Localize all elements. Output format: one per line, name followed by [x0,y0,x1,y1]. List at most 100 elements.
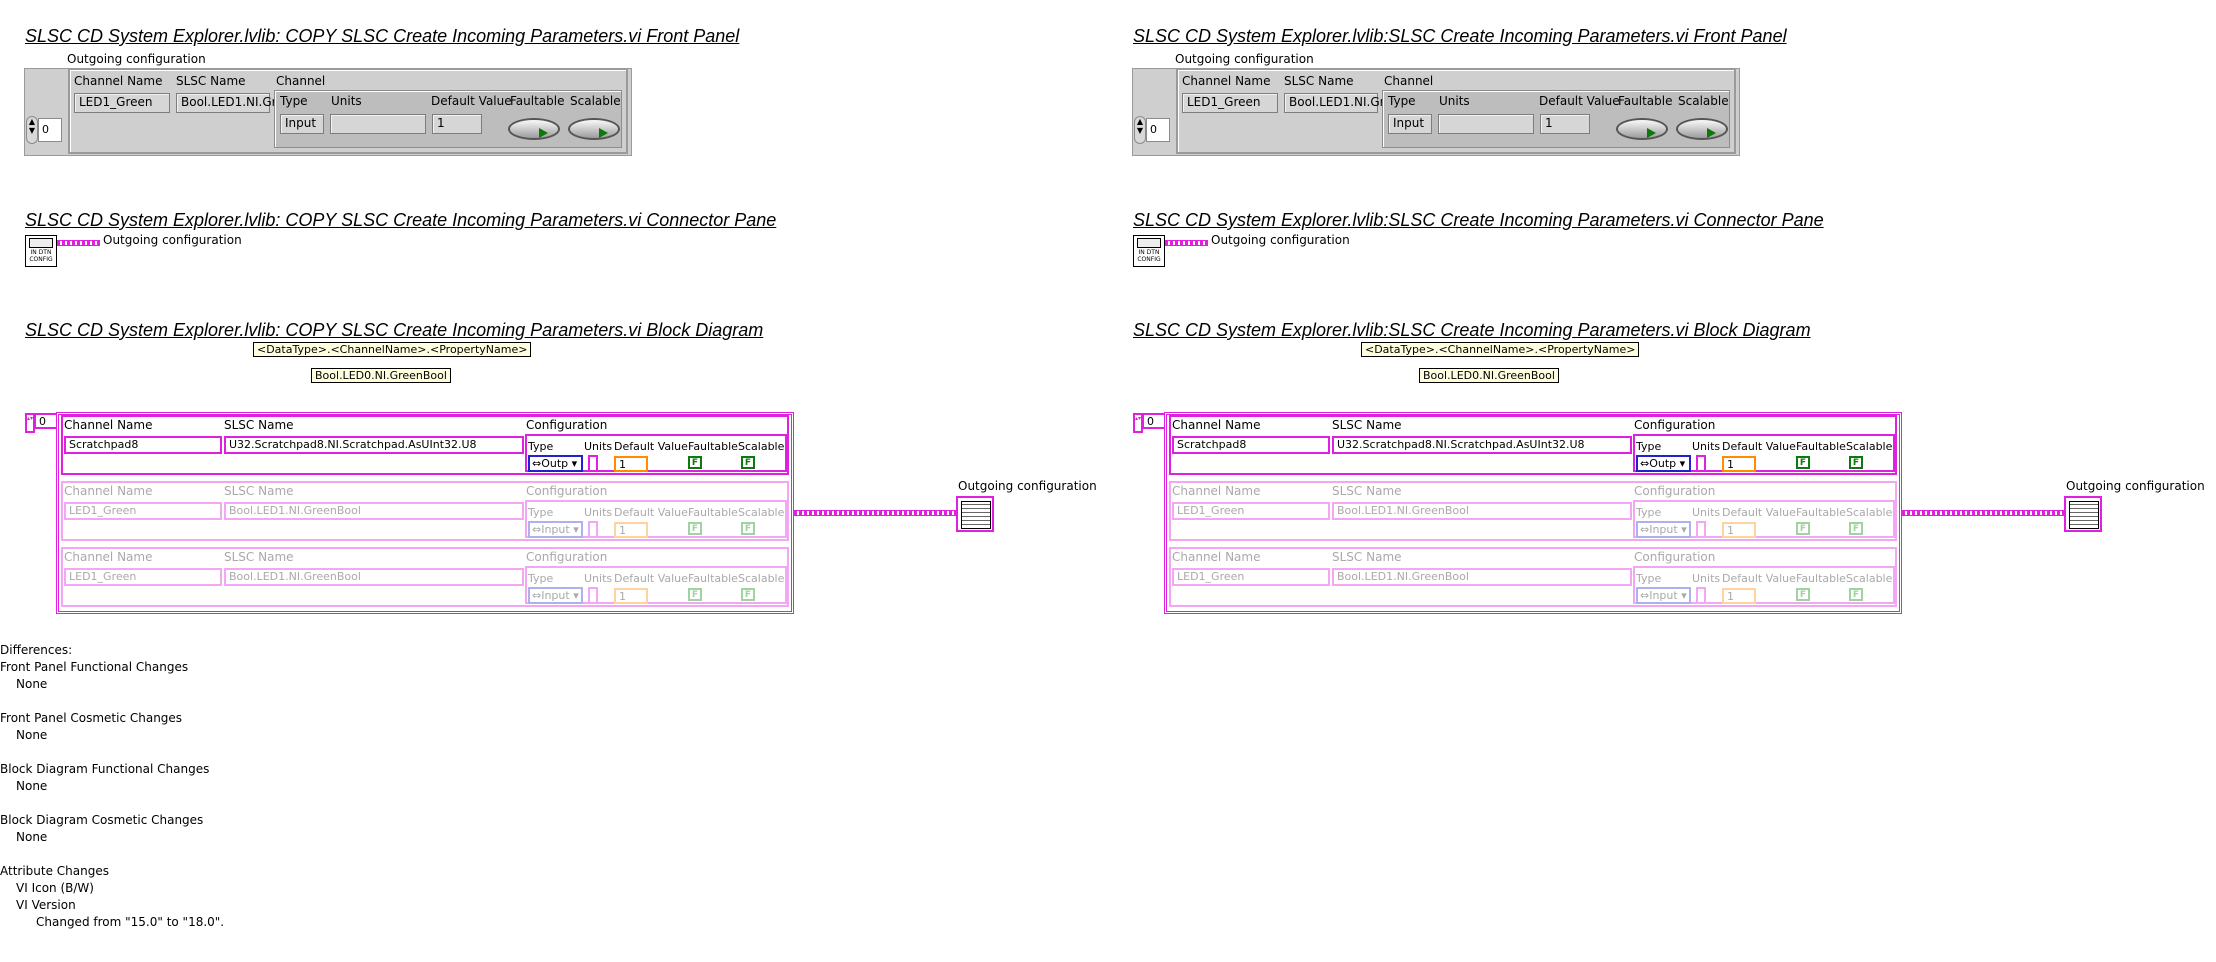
bd-row1-faultable[interactable]: F [688,522,702,535]
bd-row2-slsc-name[interactable]: Bool.LED1.NI.GreenBool [1332,568,1632,586]
fp-cluster-label: Outgoing configuration [67,52,206,66]
bd-row2-default[interactable]: 1 [614,588,648,604]
fp-index-spinner[interactable]: ▲▼ [26,116,38,144]
bd-row1-channel-name[interactable]: LED1_Green [64,502,222,520]
bd-row0-units[interactable] [1696,455,1706,472]
left-bd-wire [794,510,956,516]
fp-default-field[interactable]: 1 [1540,114,1590,134]
bd-row0-default-label: Default Value [614,440,688,453]
fp-index-field[interactable]: 0 [38,118,62,142]
bd-row1-units[interactable] [588,521,598,538]
bd-row0-default-label: Default Value [1722,440,1796,453]
bd-row2-faultable[interactable]: F [1796,588,1810,601]
bd-row1-default[interactable]: 1 [1722,522,1756,538]
bd-row0-default[interactable]: 1 [1722,456,1756,472]
fp-faultable-toggle[interactable] [1616,118,1668,140]
spacer [0,744,224,761]
bd-row2-units[interactable] [588,587,598,604]
fp-col-scalable: Scalable [1678,94,1729,108]
fp-index-field[interactable]: 0 [1146,118,1170,142]
bd-row0-default[interactable]: 1 [614,456,648,472]
fp-channel-name-field[interactable]: LED1_Green [74,93,170,113]
bd-row2-faultable-label: Faultable [1796,572,1846,585]
left-note-format: <DataType>.<ChannelName>.<PropertyName> [253,342,532,357]
bd-row2-default-label: Default Value [1722,572,1796,585]
bd-row2-scalable[interactable]: F [1849,588,1863,601]
bd-row0-channel-name[interactable]: Scratchpad8 [64,436,222,454]
fp-channel-name-field[interactable]: LED1_Green [1182,93,1278,113]
bd-row1-units[interactable] [1696,521,1706,538]
bd-row2-slsc-name[interactable]: Bool.LED1.NI.GreenBool [224,568,524,586]
bd-row0-configuration-label: Configuration [1634,418,1716,432]
fp-scalable-toggle[interactable] [1676,118,1728,140]
bd-row1-type-enum[interactable]: ⇔Input ▾ [528,521,583,538]
diff-attr: Attribute Changes [0,864,109,878]
fp-col-faultable: Faultable [1618,94,1673,108]
bd-row2-channel-name[interactable]: LED1_Green [64,568,222,586]
bd-row2-type-enum[interactable]: ⇔Input ▾ [528,587,583,604]
bd-row1-channel-name[interactable]: LED1_Green [1172,502,1330,520]
fp-index-spinner[interactable]: ▲▼ [1134,116,1146,144]
fp-scalable-toggle[interactable] [568,118,620,140]
bd-row1-scalable[interactable]: F [1849,522,1863,535]
diff-bd-functional: Block Diagram Functional Changes [0,762,210,776]
fp-units-field[interactable] [330,114,426,134]
differences-panel: Differences: Front Panel Functional Chan… [0,642,224,931]
left-front-panel-array: Outgoing configuration ▲▼ 0 Channel Name… [24,52,634,156]
bd-row0-faultable[interactable]: F [1796,456,1810,469]
bd-row0-scalable[interactable]: F [1849,456,1863,469]
bd-row2-configuration-label: Configuration [526,550,608,564]
fp-col-channel-name: Channel Name [74,74,163,88]
bd-row0-faultable-label: Faultable [1796,440,1846,453]
bd-row0-type-enum[interactable]: ⇔Outp ▾ [1636,455,1691,472]
bd-row0-slsc-name[interactable]: U32.Scratchpad8.NI.Scratchpad.AsUInt32.U… [1332,436,1632,454]
bd-row0-slsc-name-label: SLSC Name [224,418,294,432]
bd-row2-scalable-label: Scalable [738,572,785,585]
bd-row2-channel-name[interactable]: LED1_Green [1172,568,1330,586]
bd-row1-default[interactable]: 1 [614,522,648,538]
bd-row2-scalable[interactable]: F [741,588,755,601]
bd-row1-faultable-label: Faultable [1796,506,1846,519]
left-bd-terminal-icon[interactable] [956,496,994,532]
bd-row1-faultable[interactable]: F [1796,522,1810,535]
right-bd-wire [1902,510,2064,516]
bd-row0-scalable[interactable]: F [741,456,755,469]
fp-units-field[interactable] [1438,114,1534,134]
fp-faultable-toggle[interactable] [508,118,560,140]
fp-type-field[interactable]: Input [280,114,324,134]
bd-row1-slsc-name[interactable]: Bool.LED1.NI.GreenBool [1332,502,1632,520]
bd-row2-channel-name-label: Channel Name [1172,550,1261,564]
bd-row2-units[interactable] [1696,587,1706,604]
fp-slsc-name-field[interactable]: Bool.LED1.NI.Gr [176,93,277,113]
fp-type-field[interactable]: Input [1388,114,1432,134]
bd-row0-units[interactable] [588,455,598,472]
right-bd-index-value[interactable]: 0 [1142,413,1166,429]
bd-row1-configuration-label: Configuration [526,484,608,498]
bd-row1-scalable-label: Scalable [1846,506,1893,519]
fp-default-field[interactable]: 1 [432,114,482,134]
bd-row0-type-value: Outp [1649,457,1677,470]
right-bd-index[interactable]: ▴▾ 0 [1133,413,1166,433]
right-bd-array [1164,412,1902,614]
bd-row1-scalable[interactable]: F [741,522,755,535]
fp-slsc-name-field[interactable]: Bool.LED1.NI.Gr [1284,93,1385,113]
right-bd-terminal-icon[interactable] [2064,496,2102,532]
left-connector-wire [57,240,100,246]
bd-row0-type-label: Type [1636,440,1662,453]
bd-row0-type-enum[interactable]: ⇔Outp ▾ [528,455,583,472]
bd-row0-faultable[interactable]: F [688,456,702,469]
bd-row0-channel-name[interactable]: Scratchpad8 [1172,436,1330,454]
bd-row0-channel-name-label: Channel Name [1172,418,1261,432]
bd-row2-slsc-name-label: SLSC Name [224,550,294,564]
left-bd-index-value[interactable]: 0 [34,413,58,429]
bd-row2-type-enum[interactable]: ⇔Input ▾ [1636,587,1691,604]
bd-row0-slsc-name[interactable]: U32.Scratchpad8.NI.Scratchpad.AsUInt32.U… [224,436,524,454]
bd-row1-slsc-name[interactable]: Bool.LED1.NI.GreenBool [224,502,524,520]
bd-row2-slsc-name-label: SLSC Name [1332,550,1402,564]
left-bd-index[interactable]: ▴▾ 0 [25,413,58,433]
bd-row2-default[interactable]: 1 [1722,588,1756,604]
bd-row2-faultable[interactable]: F [688,588,702,601]
bd-row2-faultable-label: Faultable [688,572,738,585]
fp-col-default: Default Value [431,94,512,108]
bd-row1-type-enum[interactable]: ⇔Input ▾ [1636,521,1691,538]
